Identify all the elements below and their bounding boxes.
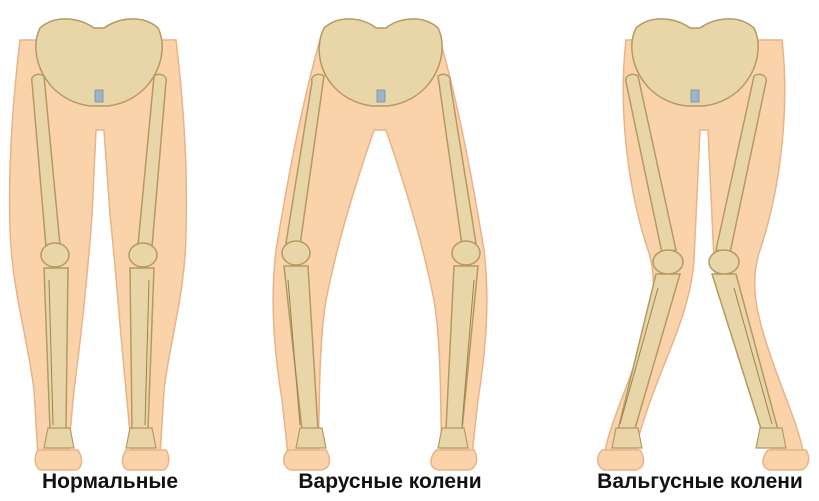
- varus-right-ankle-bones: [438, 428, 468, 448]
- valgus-left-foot: [598, 450, 644, 470]
- normal-left-ankle-bones: [44, 428, 74, 448]
- varus-left-foot: [284, 450, 330, 470]
- varus-pubic-symphysis: [377, 90, 385, 102]
- valgus-left-knee: [653, 250, 683, 274]
- valgus-right-foot: [763, 450, 809, 470]
- valgus-right-ankle-bones: [756, 428, 786, 448]
- valgus-pubic-symphysis: [691, 90, 699, 102]
- valgus-left-tibia: [618, 274, 680, 432]
- normal-pubic-symphysis: [95, 90, 103, 102]
- varus-left-ankle-bones: [296, 428, 326, 448]
- varus-knees-caption: Варусные колени: [280, 470, 500, 494]
- valgus-legs-figure: [598, 19, 809, 470]
- valgus-right-knee: [709, 250, 739, 274]
- normal-legs-figure: [10, 19, 187, 470]
- normal-right-knee: [129, 243, 157, 267]
- varus-left-knee: [282, 241, 310, 265]
- valgus-knees-caption: Вальгусные колени: [585, 470, 815, 494]
- normal-right-foot: [122, 450, 168, 470]
- varus-right-foot: [431, 450, 477, 470]
- normal-legs-caption: Нормальные: [20, 470, 200, 494]
- normal-left-knee: [41, 243, 69, 267]
- varus-legs-figure: [273, 19, 487, 470]
- normal-left-foot: [35, 450, 81, 470]
- valgus-left-ankle-bones: [612, 428, 642, 448]
- varus-right-knee: [452, 241, 480, 265]
- normal-right-ankle-bones: [126, 428, 156, 448]
